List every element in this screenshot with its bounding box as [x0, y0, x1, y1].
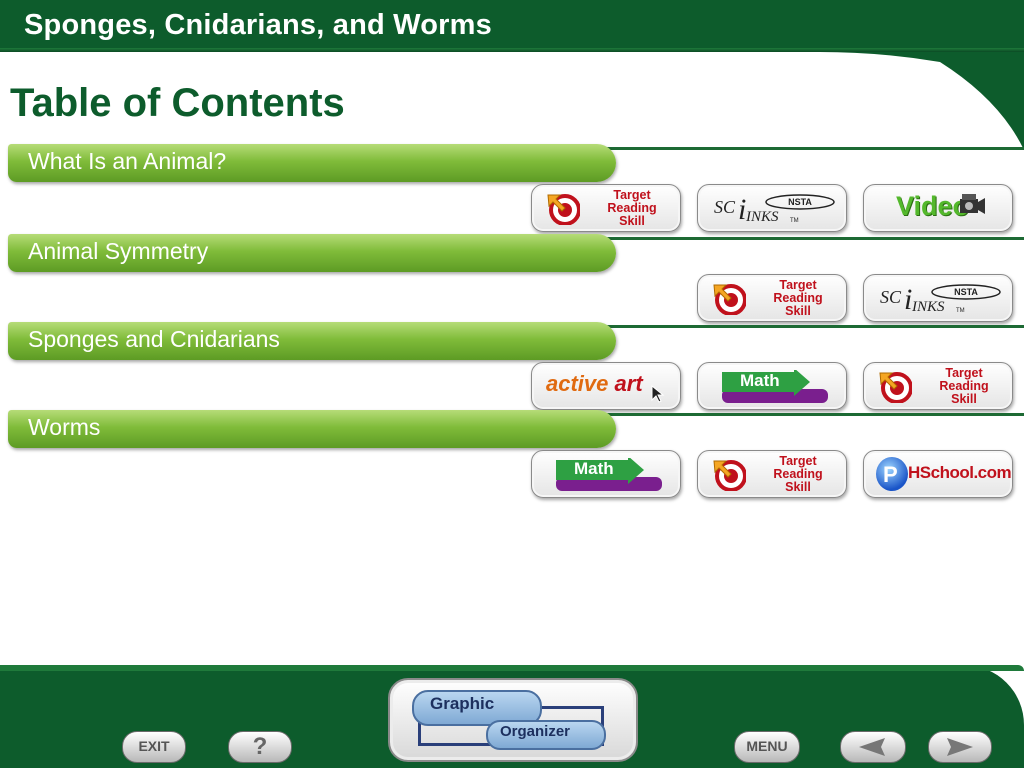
section-label: Sponges and Cnidarians: [28, 326, 280, 352]
section-sponges-and-cnidarians[interactable]: Sponges and Cnidarians: [8, 322, 616, 360]
target-icon: [547, 194, 580, 225]
section-divider: [600, 237, 1024, 240]
math-label: Math: [574, 459, 614, 478]
math-button[interactable]: Math: [697, 362, 847, 410]
active-art-word: active: [546, 371, 609, 396]
header-title: Sponges, Cnidarians, and Worms: [24, 9, 492, 41]
active-art-icon: active art: [546, 371, 643, 397]
scilinks-i-text: i: [738, 193, 746, 225]
scilinks-inks-text: INKS: [911, 299, 945, 315]
target-icon: [713, 460, 746, 491]
target-reading-skill-label: Target Reading Skill: [773, 454, 823, 494]
help-label: ?: [252, 733, 268, 760]
math-icon: [722, 370, 828, 403]
header-stripe: [0, 48, 1024, 52]
section-worms[interactable]: Worms: [8, 410, 616, 448]
target-icon: [713, 284, 746, 315]
video-button[interactable]: Video: [863, 184, 1013, 232]
cursor-icon: [651, 385, 665, 403]
target-icon: [879, 372, 912, 403]
target-reading-skill-label: Target Reading Skill: [939, 366, 989, 406]
phschool-button[interactable]: P HSchool.com: [863, 450, 1013, 498]
target-reading-skill-button[interactable]: Target Reading Skill: [697, 450, 847, 498]
section-label: Animal Symmetry: [28, 238, 209, 264]
target-reading-skill-button[interactable]: Target Reading Skill: [863, 362, 1013, 410]
scilinks-icon: SC i INKS TM NSTA: [714, 193, 835, 225]
video-icon: [960, 194, 985, 214]
active-art-button[interactable]: active art: [531, 362, 681, 410]
scilinks-nsta-text: NSTA: [954, 287, 978, 297]
section-divider: [600, 413, 1024, 416]
graphic-organizer-label-1: Graphic: [430, 694, 495, 713]
section-divider: [600, 147, 1024, 150]
scilinks-icon: SC i INKS TM NSTA: [880, 283, 1001, 315]
scilinks-inks-text: INKS: [745, 209, 779, 225]
scilinks-nsta-text: NSTA: [788, 197, 812, 207]
header-bar: Sponges, Cnidarians, and Worms: [0, 0, 1024, 52]
phschool-p: P: [883, 462, 898, 487]
page-title: Table of Contents: [10, 81, 345, 125]
forward-button[interactable]: [928, 731, 992, 763]
graphic-organizer-label-2: Organizer: [500, 723, 571, 740]
phschool-label: HSchool.com: [908, 463, 1012, 482]
scilinks-sc-text: SC: [880, 287, 902, 307]
section-animal-symmetry[interactable]: Animal Symmetry: [8, 234, 616, 272]
math-button[interactable]: Math: [531, 450, 681, 498]
scilinks-button[interactable]: SC i INKS TM NSTA: [863, 274, 1013, 322]
section-what-is-an-animal[interactable]: What Is an Animal?: [8, 144, 616, 182]
video-label: Video: [896, 191, 970, 221]
graphic-organizer-button[interactable]: Graphic Organizer: [388, 678, 638, 762]
back-arrow-icon: [859, 738, 885, 756]
active-art-art-word: art: [614, 371, 643, 396]
exit-button[interactable]: EXIT: [122, 731, 186, 763]
section-divider: [600, 325, 1024, 328]
scilinks-i-text: i: [904, 283, 912, 315]
target-reading-skill-label: Target Reading Skill: [607, 188, 657, 228]
scilinks-button[interactable]: SC i INKS TM NSTA: [697, 184, 847, 232]
menu-button[interactable]: MENU: [734, 731, 800, 763]
help-button[interactable]: ?: [228, 731, 292, 763]
forward-arrow-icon: [947, 738, 973, 756]
section-label: What Is an Animal?: [28, 148, 227, 174]
section-label: Worms: [28, 414, 101, 440]
target-reading-skill-label: Target Reading Skill: [773, 278, 823, 318]
phschool-icon: P: [876, 457, 908, 491]
graphic-organizer-pill: [486, 720, 606, 750]
scilinks-tm-text: TM: [790, 218, 799, 224]
math-label: Math: [740, 371, 780, 390]
target-reading-skill-button[interactable]: Target Reading Skill: [531, 184, 681, 232]
exit-label: EXIT: [138, 738, 170, 754]
footer-highlight: [0, 665, 1024, 671]
math-icon: [556, 458, 662, 491]
menu-label: MENU: [746, 738, 788, 754]
scilinks-sc-text: SC: [714, 197, 736, 217]
scilinks-tm-text: TM: [956, 308, 965, 314]
target-reading-skill-button[interactable]: Target Reading Skill: [697, 274, 847, 322]
back-button[interactable]: [840, 731, 906, 763]
